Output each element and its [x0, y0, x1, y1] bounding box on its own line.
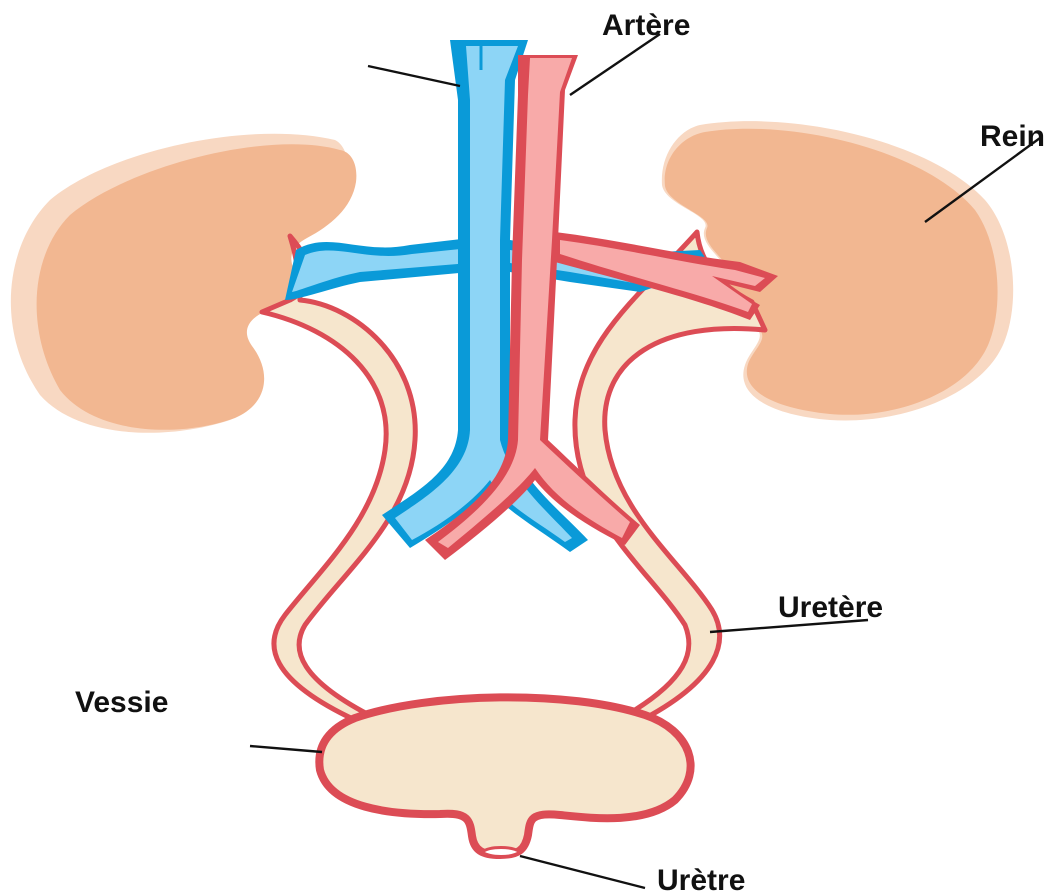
artere-leader-line — [570, 34, 660, 95]
label-rein: Rein — [980, 120, 1045, 153]
bladder — [319, 697, 690, 856]
label-vessie: Vessie — [75, 686, 168, 719]
label-uretre: Urètre — [657, 864, 745, 896]
uretre-leader-line — [520, 856, 645, 888]
vein-leader-line — [368, 66, 460, 86]
urethra-opening — [482, 848, 520, 857]
vessie-leader-line — [250, 746, 322, 752]
label-uretere: Uretère — [778, 591, 883, 624]
left-ureter — [262, 236, 415, 720]
label-artere: Artère — [602, 9, 690, 42]
